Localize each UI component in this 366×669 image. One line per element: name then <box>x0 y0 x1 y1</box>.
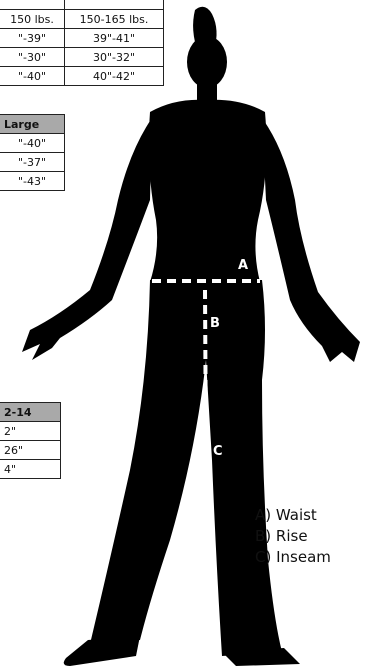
table-cell: 26" <box>0 441 61 460</box>
table-cell: 39"-41" <box>65 29 164 48</box>
size-table-weight: 150 lbs.150-165 lbs. "-39"39"-41" "-30"3… <box>0 0 164 86</box>
table-cell: 40"-42" <box>65 67 164 86</box>
marker-b: B <box>210 316 220 331</box>
pants <box>90 280 282 656</box>
table-cell: 150-165 lbs. <box>65 10 164 29</box>
marker-a: A <box>238 258 248 273</box>
size-table-large: Large "-40" "-37" "-43" <box>0 114 65 191</box>
table-cell: "-43" <box>0 172 65 191</box>
legend-rise: B) Rise <box>255 526 331 547</box>
table-cell: "-37" <box>0 153 65 172</box>
table-cell: "-40" <box>0 134 65 153</box>
measurement-legend: A) Waist B) Rise C) Inseam <box>255 505 331 568</box>
legend-waist: A) Waist <box>255 505 331 526</box>
legend-inseam: C) Inseam <box>255 547 331 568</box>
table-header: 2-14 <box>0 403 61 422</box>
table-cell: "-39" <box>0 29 65 48</box>
size-table-numeric: 2-14 2" 26" 4" <box>0 402 61 479</box>
table-header: Large <box>0 115 65 134</box>
torso <box>149 100 267 282</box>
table-cell: "-30" <box>0 48 65 67</box>
neck <box>197 82 217 100</box>
left-foot <box>64 636 140 666</box>
right-arm <box>262 118 360 362</box>
head <box>187 36 227 88</box>
inseam-line <box>205 290 207 638</box>
table-cell: 4" <box>0 460 61 479</box>
table-cell: 30"-32" <box>65 48 164 67</box>
marker-c: C <box>213 444 223 459</box>
table-cell: "-40" <box>0 67 65 86</box>
table-cell: 2" <box>0 422 61 441</box>
table-cell: 150 lbs. <box>0 10 65 29</box>
